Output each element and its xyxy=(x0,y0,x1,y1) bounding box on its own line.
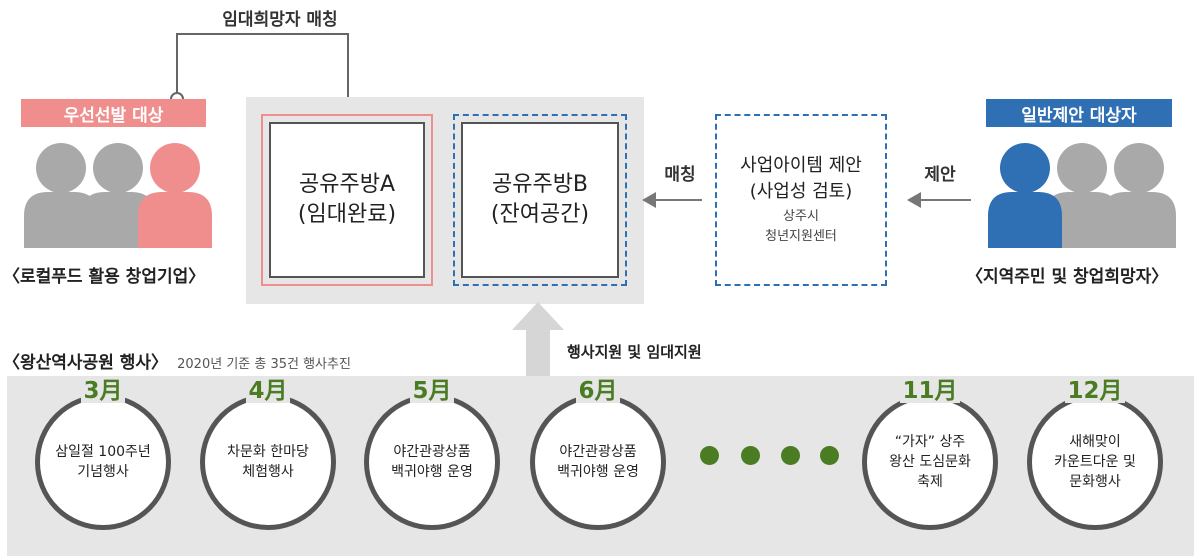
event-line3: 축제 xyxy=(917,474,943,490)
event-month-wrap: 6月 xyxy=(538,378,658,404)
event-month: 4月 xyxy=(246,378,290,404)
proposal-subtitle: (사업성 검토) xyxy=(749,181,853,202)
events-title-row: 〈왕산역사공원 행사〉 2020년 기준 총 35건 행사추진 xyxy=(3,348,351,373)
event-circle-11: “가자” 상주 왕산 도심문화 축제 xyxy=(862,394,998,530)
kitchen-b: 공유주방B (잔여공간) xyxy=(461,122,619,278)
proposal-org-line1: 상주시 xyxy=(783,209,819,224)
kitchen-a-name: 공유주방A xyxy=(298,172,395,197)
event-month: 11月 xyxy=(900,378,960,404)
ellipsis-dot xyxy=(781,446,800,465)
event-line2: 백귀야행 운영 xyxy=(557,464,639,480)
event-circle-3: 삼일절 100주년 기념행사 xyxy=(35,394,171,530)
event-line3: 문화행사 xyxy=(1069,474,1121,490)
arrow-proposal-label: 제안 xyxy=(924,164,956,185)
event-month-wrap: 3月 xyxy=(43,378,163,404)
event-month: 12月 xyxy=(1065,378,1125,404)
event-line2: 카운트다운 및 xyxy=(1054,454,1136,470)
event-month-wrap: 12月 xyxy=(1035,378,1155,404)
event-line1: 야간관광상품 xyxy=(393,444,471,460)
event-line1: 새해맞이 xyxy=(1069,434,1121,450)
ellipsis-dot xyxy=(741,446,760,465)
right-group-tag: 일반제안 대상자 xyxy=(986,99,1172,127)
people-icon-left xyxy=(24,143,212,248)
event-line1: “가자” 상주 xyxy=(894,434,966,450)
arrow-left-proposal xyxy=(907,192,971,208)
proposal-org-line2: 청년지원센터 xyxy=(765,229,837,244)
kitchen-b-outline xyxy=(453,114,627,286)
kitchen-a-outline xyxy=(261,114,433,286)
event-month-wrap: 5月 xyxy=(372,378,492,404)
people-icon-right xyxy=(988,143,1176,248)
event-circle-12: 새해맞이 카운트다운 및 문화행사 xyxy=(1027,394,1163,530)
event-month: 6月 xyxy=(576,378,620,404)
event-circle-5: 야간관광상품 백귀야행 운영 xyxy=(364,394,500,530)
kitchen-b-status: (잔여공간) xyxy=(490,202,590,227)
event-month: 5月 xyxy=(410,378,454,404)
events-title: 〈왕산역사공원 행사〉 xyxy=(3,353,169,373)
event-month-wrap: 4月 xyxy=(208,378,328,404)
matching-top-label: 임대희망자 매칭 xyxy=(222,9,338,30)
ellipsis-dot xyxy=(700,446,719,465)
event-line2: 백귀야행 운영 xyxy=(391,464,473,480)
event-line1: 야간관광상품 xyxy=(559,444,637,460)
proposal-box: 사업아이템 제안 (사업성 검토) 상주시 청년지원센터 xyxy=(715,114,887,286)
event-line1: 차문화 한마당 xyxy=(227,444,309,460)
arrow-matching-label: 매칭 xyxy=(664,164,696,185)
event-month-wrap: 11月 xyxy=(870,378,990,404)
up-arrow-support xyxy=(512,302,564,380)
event-line2: 체험행사 xyxy=(242,464,294,480)
left-group-tag: 우선선발 대상 xyxy=(21,99,206,127)
event-line1: 삼일절 100주년 xyxy=(55,444,151,460)
kitchen-a: 공유주방A (임대완료) xyxy=(269,122,425,278)
ellipsis-dot xyxy=(820,446,839,465)
support-label: 행사지원 및 임대지원 xyxy=(567,343,702,361)
event-circle-4: 차문화 한마당 체험행사 xyxy=(200,394,336,530)
events-subtitle: 2020년 기준 총 35건 행사추진 xyxy=(177,357,351,372)
proposal-title: 사업아이템 제안 xyxy=(740,155,862,176)
left-group-caption: 〈로컬푸드 활용 창업기업〉 xyxy=(3,267,206,287)
kitchen-a-status: (임대완료) xyxy=(297,202,397,227)
event-circle-6: 야간관광상품 백귀야행 운영 xyxy=(530,394,666,530)
event-line2: 기념행사 xyxy=(77,464,129,480)
right-group-caption: 〈지역주민 및 창업희망자〉 xyxy=(966,267,1169,287)
arrow-left-matching xyxy=(642,192,702,208)
kitchen-b-name: 공유주방B xyxy=(491,172,589,197)
event-line2: 왕산 도심문화 xyxy=(889,454,971,470)
event-month: 3月 xyxy=(81,378,125,404)
